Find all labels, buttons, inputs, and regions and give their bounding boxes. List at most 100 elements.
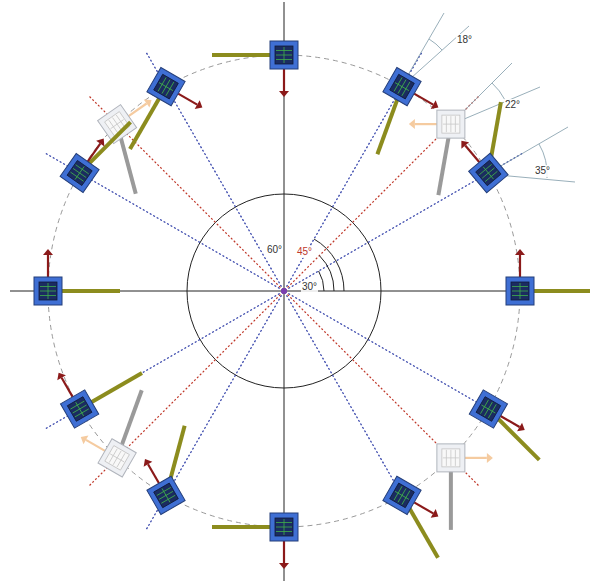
cell-line	[75, 166, 84, 179]
angle-label: 30°	[301, 281, 318, 293]
arrow-head	[409, 119, 415, 129]
solar-panel	[212, 525, 276, 529]
attitude-arrow	[178, 94, 197, 105]
attitude-arrow	[414, 502, 433, 513]
cell-line	[481, 405, 495, 413]
solar-panel	[120, 390, 142, 450]
dotted-ray	[90, 97, 479, 486]
satellite-body	[506, 277, 534, 305]
arrow-head	[431, 100, 439, 109]
ray-lines	[46, 53, 522, 529]
cell-line	[395, 491, 409, 499]
arrow-head	[96, 139, 104, 147]
bus-box	[98, 439, 136, 477]
orbit-circle	[48, 55, 520, 527]
arrow-head	[279, 91, 289, 97]
attitude-arrow	[283, 69, 285, 91]
bus-box	[437, 444, 465, 472]
ghost-satellite	[409, 110, 465, 195]
arrow-head	[195, 100, 203, 109]
attitude-arrow	[415, 123, 437, 125]
cell-line	[443, 457, 459, 458]
attitude-arrow	[62, 378, 73, 397]
bus-box	[469, 153, 508, 192]
attitude-arrow	[414, 94, 433, 105]
satellite-body	[383, 67, 421, 105]
arrow-head	[43, 249, 53, 255]
attitude-arrow	[148, 464, 159, 483]
solar-cell	[442, 449, 460, 467]
attitude-arrow	[465, 457, 487, 459]
cell-line	[520, 283, 521, 299]
solar-cell	[390, 483, 415, 508]
angle-label: 45°	[296, 246, 313, 258]
solar-panel	[56, 289, 120, 293]
arrow-head	[517, 423, 525, 432]
cell-line	[395, 83, 409, 91]
solar-cell	[390, 74, 415, 99]
arrow-head	[515, 249, 525, 255]
bus-box	[270, 513, 298, 541]
bus-box	[147, 476, 185, 514]
attitude-arrow	[501, 416, 520, 427]
bus-box	[60, 154, 99, 193]
attitude-arrow	[465, 145, 479, 162]
bus-box	[506, 277, 534, 305]
cell-line	[443, 124, 459, 125]
bus-box	[437, 110, 465, 138]
dotted-ray	[147, 53, 422, 529]
dotted-ray	[46, 154, 522, 429]
dotted-ray	[147, 53, 422, 529]
x-axis	[10, 291, 580, 292]
satellite	[383, 476, 438, 557]
satellite-body	[147, 476, 185, 514]
satellite-body	[437, 444, 465, 472]
ghost-satellite	[81, 390, 142, 477]
attitude-arrow	[88, 144, 101, 162]
cell-line	[111, 120, 124, 129]
angle-label: 22°	[504, 99, 521, 111]
bus-box	[383, 476, 421, 514]
satellite	[377, 67, 438, 154]
centre-point	[281, 288, 287, 294]
angle-arc	[319, 271, 324, 291]
attitude-arrow	[519, 255, 521, 277]
bus-box	[60, 390, 98, 428]
solar-panel	[87, 373, 142, 405]
satellite-body	[34, 277, 62, 305]
cell-line	[159, 83, 173, 91]
satellite	[212, 41, 298, 97]
satellite-body	[270, 41, 298, 69]
cell-line	[48, 283, 49, 299]
satellite	[506, 249, 590, 305]
solar-cell	[154, 483, 179, 508]
solar-panel	[377, 94, 399, 154]
satellite-body	[383, 476, 421, 514]
solar-cell	[442, 115, 460, 133]
solar-cell	[105, 446, 130, 471]
cell-line	[284, 519, 285, 535]
satellite	[60, 122, 130, 192]
solar-cell	[39, 282, 57, 300]
satellite-body	[147, 67, 185, 105]
satellite	[469, 390, 539, 460]
angle-label: 60°	[266, 244, 283, 256]
dotted-ray	[46, 154, 522, 429]
attitude-arrow	[283, 541, 285, 563]
arrow-head	[81, 436, 89, 445]
attitude-arrow	[129, 103, 147, 116]
bus-box	[469, 390, 507, 428]
solar-panel	[449, 466, 453, 530]
satellite-body	[98, 439, 136, 477]
ghost-satellite	[437, 444, 493, 530]
satellite-body	[469, 153, 508, 192]
arrow-head	[461, 141, 469, 149]
solar-panel	[438, 132, 449, 195]
arrow-head	[487, 453, 493, 463]
satellite-body	[60, 154, 99, 193]
solar-cell	[67, 160, 92, 185]
bus-box	[147, 67, 185, 105]
cell-line	[284, 47, 285, 63]
